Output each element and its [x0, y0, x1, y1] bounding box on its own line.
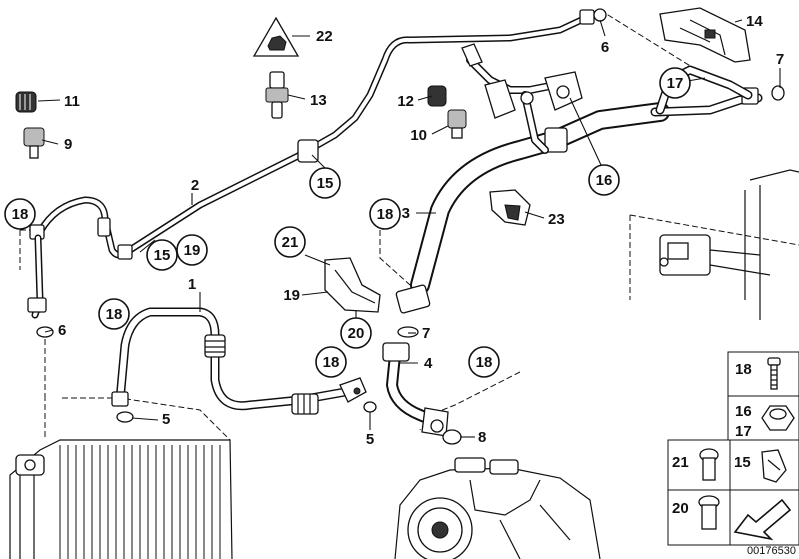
- part-9-valve: [23, 127, 45, 159]
- callout-9: 9: [64, 136, 72, 153]
- callout-23: 23: [548, 211, 565, 228]
- evaporator-housing: [629, 169, 799, 320]
- callout-5a: 5: [162, 411, 170, 428]
- callout-4: 4: [424, 355, 433, 372]
- arrow-icon: [733, 498, 792, 541]
- legend-screw-21: [699, 448, 719, 481]
- legend-clip-15: [761, 449, 787, 483]
- part-12-cap: [427, 85, 447, 107]
- callout-1: 1: [188, 276, 196, 293]
- legend-18: 18: [735, 361, 752, 378]
- callout-2: 2: [191, 177, 199, 194]
- callout-12: 12: [397, 93, 414, 110]
- legend-21: 21: [672, 454, 689, 471]
- part-14-bracket: [659, 7, 751, 63]
- legend-20: 20: [672, 500, 689, 517]
- part-19-bracket: [324, 257, 381, 313]
- callout-13: 13: [310, 92, 327, 109]
- legend-bolt-18: [767, 357, 781, 390]
- o-rings: [36, 8, 785, 445]
- callout-18b: 18: [106, 306, 123, 323]
- callout-8: 8: [478, 429, 486, 446]
- callout-18a: 18: [12, 206, 29, 223]
- callout-16: 16: [596, 172, 613, 189]
- callout-3: 3: [402, 205, 410, 222]
- callout-19b: 19: [184, 242, 201, 259]
- part-13-sensor: [265, 71, 289, 119]
- legend-15: 15: [734, 454, 751, 471]
- hose-3: [395, 65, 763, 314]
- fastener-legend: 18 16 17 21 15 20: [667, 351, 799, 546]
- callout-21: 21: [282, 234, 299, 251]
- part-10-valve: [447, 109, 467, 139]
- callout-6b: 6: [601, 39, 609, 56]
- legend-17: 17: [735, 423, 752, 440]
- callout-7a: 7: [776, 51, 784, 68]
- callout-14: 14: [746, 13, 763, 30]
- part-23-clip: [489, 189, 531, 226]
- callout-15a: 15: [317, 175, 334, 192]
- callout-6a: 6: [58, 322, 66, 339]
- part-11-cap: [15, 91, 37, 113]
- callout-18e: 18: [476, 354, 493, 371]
- callout-17: 17: [667, 75, 684, 92]
- callouts: 1 2 3 4 5 5 6 6 7 7 8 9 10 11 12 13 14 2…: [58, 13, 784, 448]
- legend-nut-16-17: [761, 405, 795, 431]
- junction-block: [461, 43, 583, 154]
- callout-22: 22: [316, 28, 333, 45]
- callout-18d: 18: [323, 354, 340, 371]
- compressor: [394, 457, 601, 559]
- part-15-clip: [117, 244, 133, 260]
- callout-19a: 19: [283, 287, 300, 304]
- callout-18c: 18: [377, 206, 394, 223]
- callout-10: 10: [410, 127, 427, 144]
- callout-5b: 5: [366, 431, 374, 448]
- legend-bolt-20: [698, 495, 720, 530]
- callout-20: 20: [348, 325, 365, 342]
- circled-callouts: 15 15 16 17 18 18 18 18 18 19 20 21: [4, 67, 691, 378]
- hose-1: [111, 307, 367, 415]
- part-22-warning-label: [252, 16, 300, 57]
- condenser: [9, 395, 233, 559]
- callout-15b: 15: [154, 247, 171, 264]
- legend-16: 16: [735, 403, 752, 420]
- callout-7b: 7: [422, 325, 430, 342]
- callout-11: 11: [64, 93, 80, 110]
- hose-2: [27, 9, 595, 319]
- hose-4: [382, 342, 449, 437]
- diagram-reference-number: 00176530: [747, 545, 796, 557]
